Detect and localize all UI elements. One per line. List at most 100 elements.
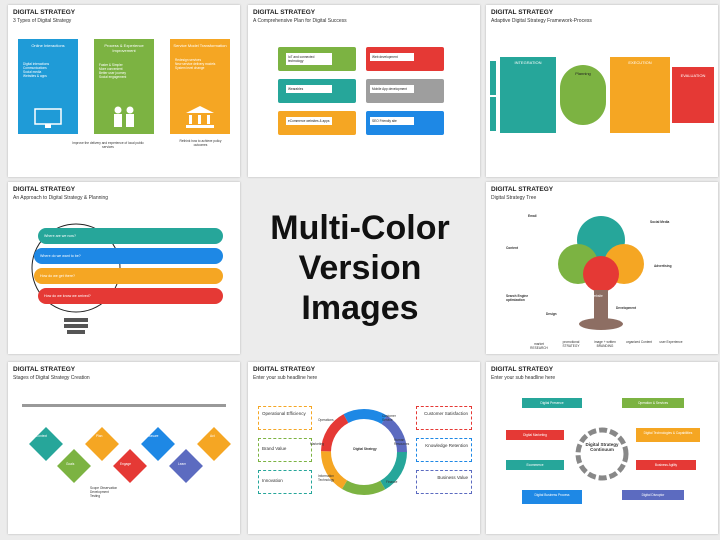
outcome-box: Brand Value <box>258 438 312 462</box>
trunk-label: website <box>592 294 603 298</box>
spoke-label: Digital Technologies & Capabilities <box>636 428 700 442</box>
approach-row: Where do we want to be? <box>34 248 223 264</box>
spoke-label: Ecommerce <box>506 460 564 470</box>
step-label: Learn <box>178 462 187 466</box>
ring-center-label: Digital Strategy <box>353 447 377 451</box>
continuum-hub <box>575 427 629 481</box>
list-item: Better user journey <box>99 71 126 75</box>
root-label: promotional STRATEGY <box>562 340 580 348</box>
step-learn <box>169 449 203 483</box>
slide-subtitle: A Comprehensive Plan for Digital Success <box>253 18 347 24</box>
box-label: Innovation <box>262 478 283 483</box>
slide-subtitle: Stages of Digital Strategy Creation <box>13 375 90 381</box>
slide-strategy-tree[interactable]: DIGITAL STRATEGY Digital Strategy Tree E… <box>486 182 718 354</box>
root-label: organized Content <box>625 340 653 344</box>
side-label-internal <box>490 61 496 95</box>
list-item: Faster & Simpler <box>99 63 123 67</box>
ring-label: Human Resources <box>394 438 410 446</box>
spoke-label: Digital Marketing <box>506 430 564 440</box>
step-label: Goals <box>66 462 75 466</box>
column-online: Online Interactions Digital interactions… <box>18 39 78 134</box>
note-left: Improve the delivery and experience of l… <box>72 141 144 149</box>
list-item: Websites & apps <box>23 74 47 78</box>
list-item: Social media <box>23 70 42 74</box>
people-icon <box>114 106 134 127</box>
tile-label: SEO Friendly site <box>370 117 414 125</box>
spoke-label: Digital Business Process <box>522 490 582 504</box>
row-question: How do we get there? <box>40 274 75 278</box>
slide-framework-process[interactable]: DIGITAL STRATEGY Adaptive Digital Strate… <box>486 5 718 177</box>
step-measure <box>141 427 175 461</box>
tile-iot: IoT and connected technology <box>278 47 356 71</box>
stage-label: EXECUTION <box>628 60 652 65</box>
stage-label: INTEGRATION <box>514 60 542 65</box>
step-goals <box>57 449 91 483</box>
slide-title: DIGITAL STRATEGY <box>13 186 76 193</box>
box-label: Brand Value <box>262 446 287 451</box>
hub-label: Digital Strategy Continuum <box>585 442 619 452</box>
tile-label: eCommerce websites & apps <box>286 117 332 125</box>
center-heading-line1: Multi-Color <box>270 209 450 247</box>
step-label: Act <box>210 434 215 438</box>
row-question: Where do we want to be? <box>40 254 81 258</box>
ring-label: Operations <box>318 418 334 422</box>
stage-execution: EXECUTION <box>610 57 670 133</box>
step-label: Plan <box>96 434 103 438</box>
list-item: System level change <box>175 66 205 70</box>
slide-title: DIGITAL STRATEGY <box>13 9 76 16</box>
tree-label: Content <box>506 246 519 250</box>
bank-icon <box>186 106 214 128</box>
stage-label: EVALUATION <box>680 73 706 78</box>
outcome-box: Knowledge Retention <box>416 438 472 462</box>
list-item: Digital interactions <box>23 62 50 66</box>
center-heading-line2: Version Images <box>298 249 422 327</box>
stage-label: Planning <box>575 71 591 76</box>
slide-subtitle: Adaptive Digital Strategy Framework-Proc… <box>491 18 592 24</box>
approach-row: How do we know we arrived? <box>38 288 223 304</box>
outcome-box: Innovation <box>258 470 312 494</box>
box-label: Knowledge Retention <box>425 443 468 448</box>
slide-3-types[interactable]: DIGITAL STRATEGY 3 Types of Digital Stra… <box>8 5 240 177</box>
box-label: Customer Satisfaction <box>423 411 468 416</box>
step-plan <box>85 427 119 461</box>
tile-web: Web development <box>366 47 444 71</box>
tree-label: Email <box>528 214 537 218</box>
approach-row: Where are we now? <box>38 228 223 244</box>
ring-label: Marketing <box>310 442 324 446</box>
stages-line <box>22 404 226 407</box>
slide-title: DIGITAL STRATEGY <box>253 366 316 373</box>
tile-label: Web development <box>370 53 414 61</box>
tree-label: Design <box>546 312 557 316</box>
slide-subtitle: Enter your sub headline here <box>253 375 318 381</box>
ring-label: Finance <box>386 480 398 484</box>
slide-comprehensive-plan[interactable]: DIGITAL STRATEGY A Comprehensive Plan fo… <box>248 5 480 177</box>
column-head: Online Interactions <box>31 43 65 48</box>
monitor-icon <box>34 108 62 128</box>
approach-row: How do we get there? <box>34 268 223 284</box>
slide-title: DIGITAL STRATEGY <box>253 9 316 16</box>
step-engage <box>113 449 147 483</box>
slide-title: DIGITAL STRATEGY <box>491 186 554 193</box>
column-head: Process & Experience Improvement <box>104 43 144 53</box>
slide-title: DIGITAL STRATEGY <box>13 366 76 373</box>
slide-continuum[interactable]: DIGITAL STRATEGY Enter your sub headline… <box>486 362 718 534</box>
slide-strategy-ring[interactable]: DIGITAL STRATEGY Enter your sub headline… <box>248 362 480 534</box>
root-label: user Experience <box>659 340 683 344</box>
spoke-label: Business Agility <box>636 460 696 470</box>
note-right: Rethink how to achieve policy outcomes <box>179 139 222 147</box>
tree-label: Advertising <box>654 264 672 268</box>
slide-stages[interactable]: DIGITAL STRATEGY Stages of Digital Strat… <box>8 362 240 534</box>
slide-title: DIGITAL STRATEGY <box>491 9 554 16</box>
tree-label: Search Engine optimization <box>506 294 529 302</box>
box-label: Operational Efficiency <box>262 411 306 416</box>
step-act <box>197 427 231 461</box>
tree-icon <box>558 216 644 330</box>
slide-approach[interactable]: DIGITAL STRATEGY An Approach to Digital … <box>8 182 240 354</box>
slide-subtitle: An Approach to Digital Strategy & Planni… <box>13 195 109 201</box>
tile-label: IoT and connected technology <box>286 53 332 65</box>
list-item: New service delivery models <box>175 62 216 66</box>
column-head: Service Model Transformation <box>173 43 227 48</box>
step-label: Context <box>36 434 47 438</box>
outcome-box: Customer Satisfaction <box>416 406 472 430</box>
slide-subtitle: Enter your sub headline here <box>491 375 556 381</box>
